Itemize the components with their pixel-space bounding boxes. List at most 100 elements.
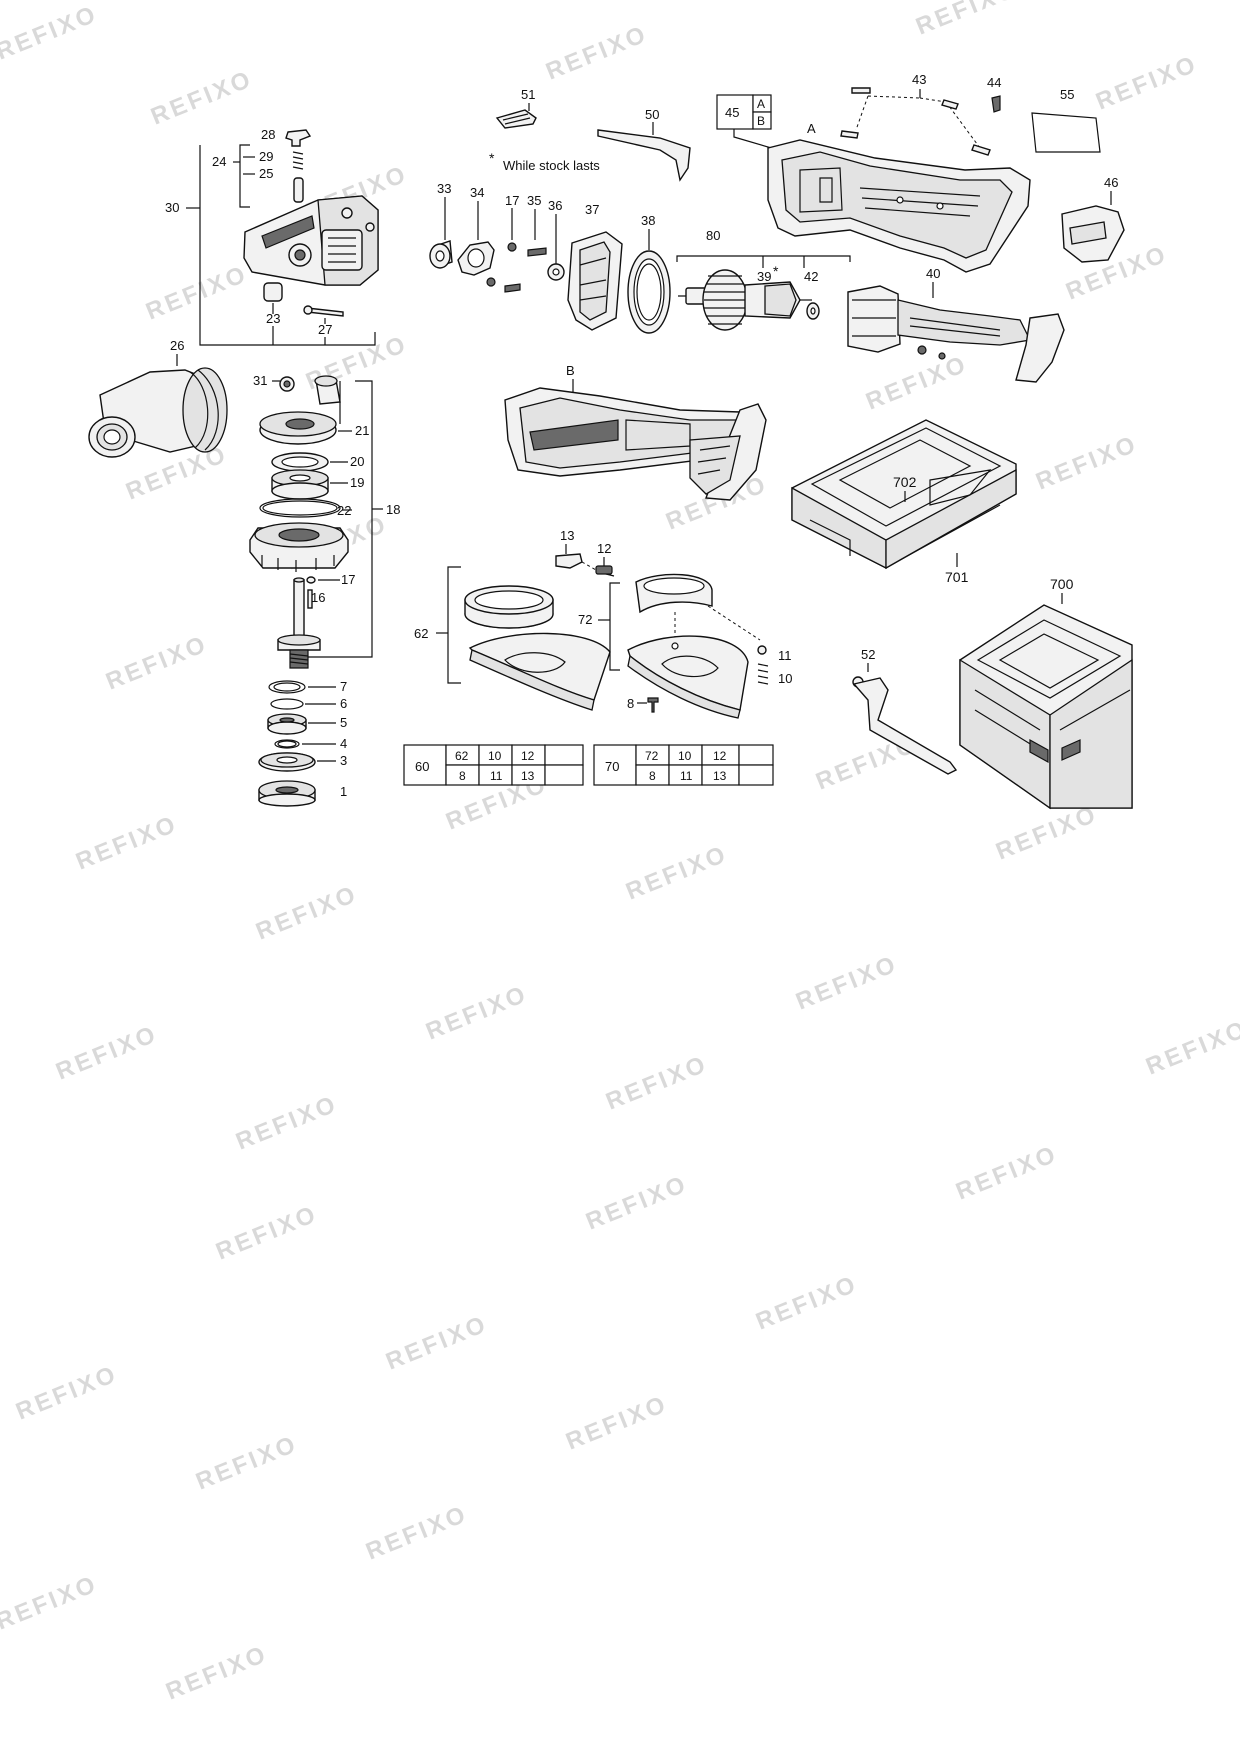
table60-r1c3: 12 (521, 749, 535, 763)
label-27: 27 (318, 322, 332, 337)
table70-r2c1: 8 (649, 769, 656, 783)
label-37: 37 (585, 202, 599, 217)
rating-label (1031, 112, 1101, 153)
label-25: 25 (259, 166, 273, 181)
label-35: 35 (527, 193, 541, 208)
label-1: 1 (340, 784, 347, 799)
flange-stack: 7 6 5 4 3 1 (258, 679, 347, 807)
watermark: REFIXO (1032, 430, 1142, 495)
table70-main: 70 (605, 759, 619, 774)
watermark: REFIXO (362, 1500, 472, 1565)
label-4: 4 (340, 736, 347, 751)
guard-group-70: 72 11 10 8 (578, 573, 792, 719)
box45-bottom: B (757, 114, 765, 128)
label-5: 5 (340, 715, 347, 730)
label-8: 8 (627, 696, 634, 711)
bracket-72 (609, 582, 620, 671)
label-30: 30 (165, 200, 179, 215)
label-80: 80 (706, 228, 720, 243)
watermark: REFIXO (212, 1200, 322, 1265)
label-38: 38 (641, 213, 655, 228)
table60-r1c2: 10 (488, 749, 502, 763)
watermark: REFIXO (582, 1170, 692, 1235)
label-24: 24 (212, 154, 226, 169)
bracket-30 (199, 145, 376, 346)
label-13: 13 (560, 528, 574, 543)
label-29: 29 (259, 149, 273, 164)
label-701: 701 (945, 569, 969, 585)
lock-button (285, 129, 312, 147)
label-46: 46 (1104, 175, 1118, 190)
label-23: 23 (266, 311, 280, 326)
kit-table-70: 70 72 10 12 8 11 13 (593, 744, 774, 786)
watermark: REFIXO (862, 350, 972, 415)
table70-r1c2: 10 (678, 749, 692, 763)
watermark: REFIXO (142, 260, 252, 325)
label-26: 26 (170, 338, 184, 353)
label-700: 700 (1050, 576, 1074, 592)
label-34: 34 (470, 185, 484, 200)
watermark: REFIXO (0, 1570, 102, 1635)
watermark: REFIXO (1092, 50, 1202, 115)
spindle-group: 18 31 21 20 19 22 (249, 373, 400, 669)
label-702: 702 (893, 474, 917, 490)
switch-button (495, 109, 537, 129)
watermark: REFIXO (602, 1050, 712, 1115)
watermark: REFIXO (952, 1140, 1062, 1205)
label-40: 40 (926, 266, 940, 281)
switch-lever (597, 129, 691, 182)
table70-r1c1: 72 (645, 749, 659, 763)
watermark: REFIXO (52, 1020, 162, 1085)
side-handle: 26 (88, 338, 228, 458)
label-21: 21 (355, 423, 369, 438)
label-16: 16 (311, 590, 325, 605)
watermark: REFIXO (562, 1390, 672, 1455)
label-B: B (566, 363, 575, 378)
label-7: 7 (340, 679, 347, 694)
bracket-24 (239, 144, 250, 208)
label-6: 6 (340, 696, 347, 711)
watermark: REFIXO (422, 980, 532, 1045)
ref-box-45: 45 A B (716, 94, 786, 153)
guard-group-60: 13 12 62 (414, 528, 615, 711)
kit-table-60: 60 62 10 12 8 11 13 (403, 744, 584, 786)
watermark: REFIXO (12, 1360, 122, 1425)
clamp-lever (555, 553, 583, 569)
stock-note: While stock lasts (503, 158, 600, 173)
housing-half-a (767, 139, 1031, 273)
label-43: 43 (912, 72, 926, 87)
label-72: 72 (578, 612, 592, 627)
housing-half-b: B (504, 363, 767, 501)
table60-r2c2: 11 (490, 769, 503, 783)
table70-r1c3: 12 (713, 749, 727, 763)
label-62: 62 (414, 626, 428, 641)
label-51: 51 (521, 87, 535, 102)
label-11: 11 (778, 648, 792, 663)
key-pin (307, 589, 313, 609)
carry-case-full: 700 (959, 576, 1133, 810)
lock-pin (293, 177, 304, 203)
label-55: 55 (1060, 87, 1074, 102)
box45-top: A (757, 97, 765, 111)
label-39: 39 (757, 269, 771, 284)
label-20: 20 (350, 454, 364, 469)
bushing (263, 282, 283, 302)
box45-main: 45 (725, 105, 739, 120)
label-3: 3 (340, 753, 347, 768)
label-12: 12 (597, 541, 611, 556)
watermark: REFIXO (1142, 1015, 1240, 1080)
label-52: 52 (861, 647, 875, 662)
watermark: REFIXO (382, 1310, 492, 1375)
label-17a: 17 (505, 193, 519, 208)
label-36: 36 (548, 198, 562, 213)
label-17b: 17 (341, 572, 355, 587)
note-star: * (489, 150, 495, 166)
table60-main: 60 (415, 759, 429, 774)
bracket-18 (290, 380, 373, 658)
table60-r2c3: 13 (521, 769, 535, 783)
carry-case-lower: 702 701 (791, 419, 1017, 585)
watermark: REFIXO (147, 65, 257, 130)
bracket-62 (447, 566, 461, 684)
label-31: 31 (253, 373, 267, 388)
